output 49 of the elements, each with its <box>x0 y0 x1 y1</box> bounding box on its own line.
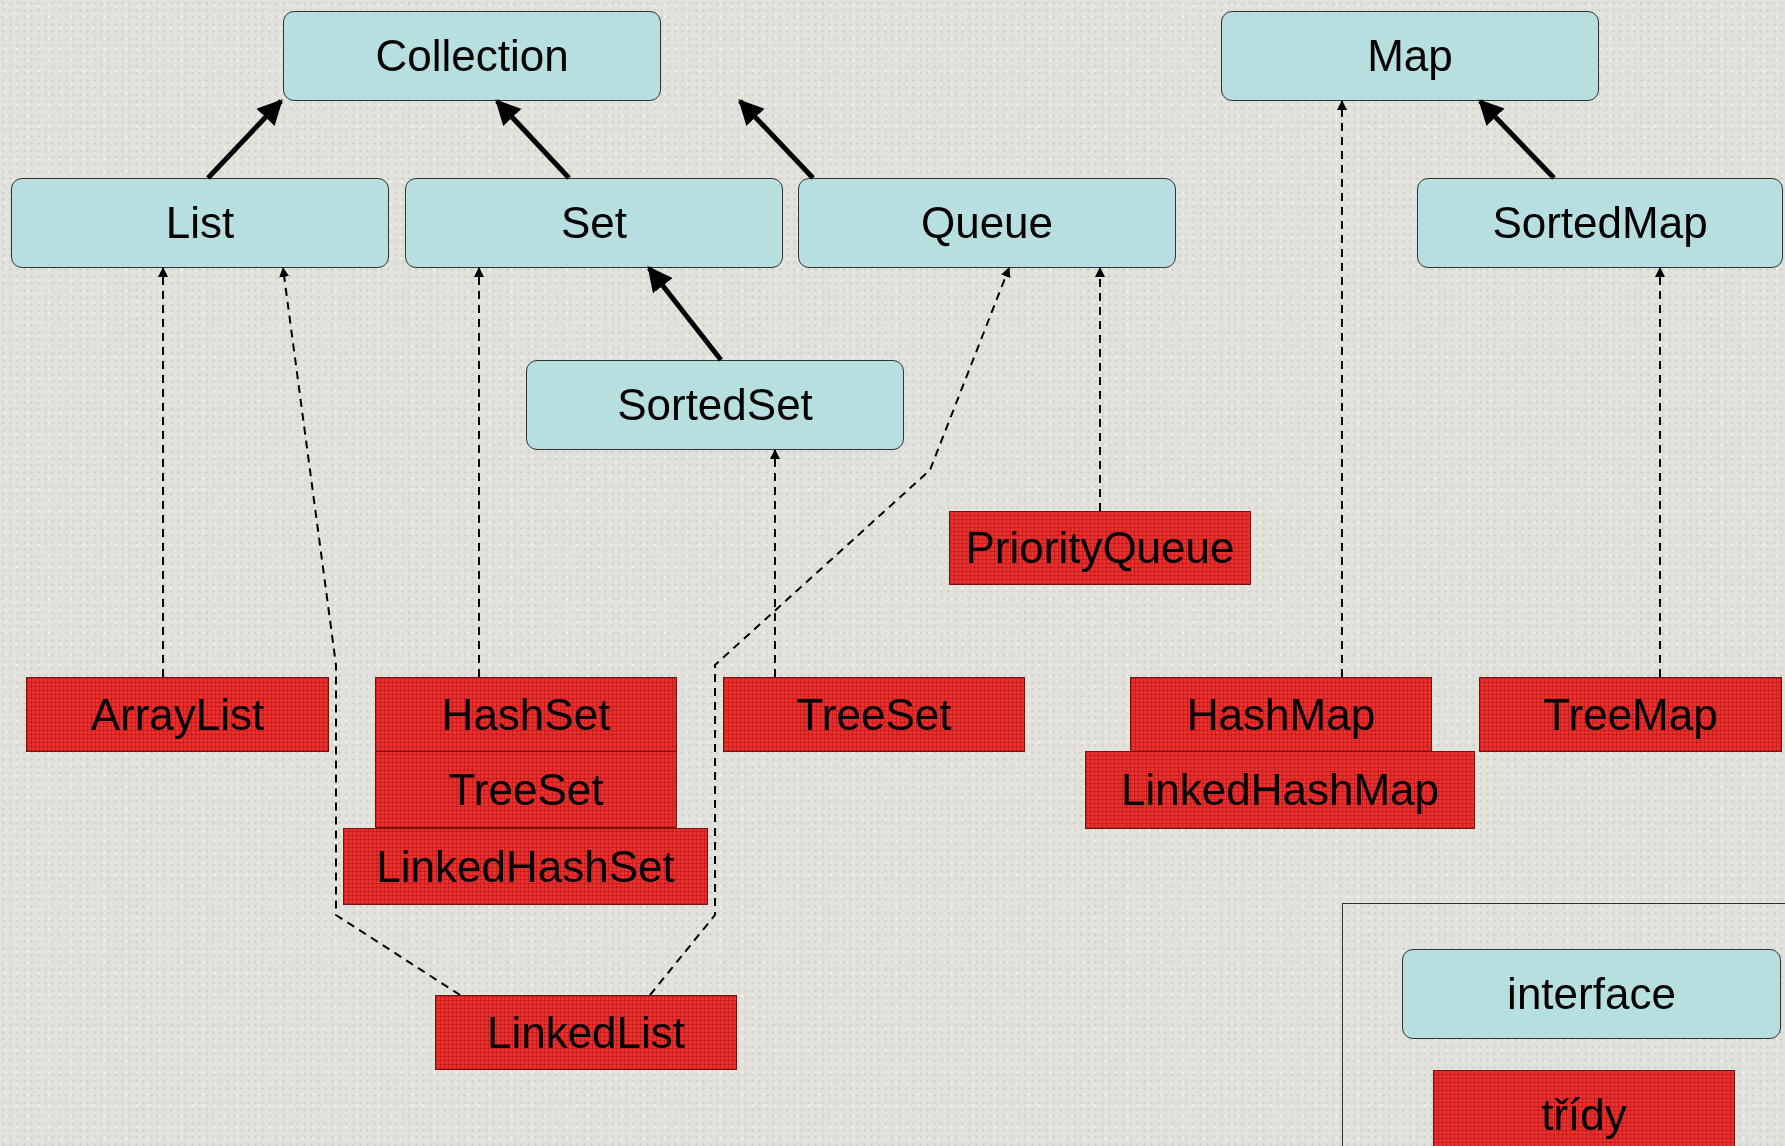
interface-box <box>1417 178 1783 268</box>
node-label: LinkedList <box>486 1010 686 1055</box>
node-label: TreeSet <box>796 692 952 737</box>
class-box <box>949 511 1251 585</box>
arrow <box>647 266 723 362</box>
interface-box <box>526 360 904 450</box>
class-box <box>1130 677 1432 752</box>
arrow <box>474 267 484 678</box>
node-label: HashSet <box>441 692 611 737</box>
node-label: Set <box>560 201 627 245</box>
node-label: TreeSet <box>448 767 604 812</box>
node-label: Map <box>1367 34 1453 78</box>
node-label: TreeMap <box>1543 692 1718 737</box>
arrow <box>1655 267 1665 678</box>
node-label: Collection <box>375 34 569 78</box>
interface-box <box>11 178 389 268</box>
node-label: LinkedHashMap <box>1121 768 1439 812</box>
interface-box <box>283 11 661 101</box>
node-label: SortedSet <box>617 383 813 427</box>
arrow <box>1095 267 1105 512</box>
arrow <box>1478 99 1556 180</box>
node-label: ArrayList <box>90 692 265 737</box>
node-label: LinkedHashSet <box>376 844 675 889</box>
class-box <box>1479 677 1782 752</box>
interface-box <box>798 178 1176 268</box>
legend-label: třídy <box>1541 1093 1627 1137</box>
arrow <box>279 267 461 996</box>
interface-box <box>1221 11 1599 101</box>
arrow <box>738 99 815 180</box>
class-box <box>375 677 677 752</box>
arrow <box>770 449 780 678</box>
node-label: Queue <box>920 201 1054 245</box>
interface-box <box>405 178 783 268</box>
class-box <box>343 828 708 905</box>
arrow <box>158 267 168 678</box>
class-box <box>26 677 329 752</box>
node-label: SortedMap <box>1492 201 1708 245</box>
class-box <box>435 995 737 1070</box>
node-label: HashMap <box>1186 692 1376 737</box>
arrow <box>206 99 283 180</box>
node-label: List <box>165 201 235 245</box>
arrow <box>495 99 571 180</box>
class-box <box>375 751 677 828</box>
legend-label: interface <box>1507 972 1676 1016</box>
arrow <box>649 267 1011 996</box>
arrow <box>1337 100 1347 678</box>
class-box <box>723 677 1025 752</box>
class-box <box>1085 751 1475 829</box>
node-label: PriorityQueue <box>965 526 1235 570</box>
